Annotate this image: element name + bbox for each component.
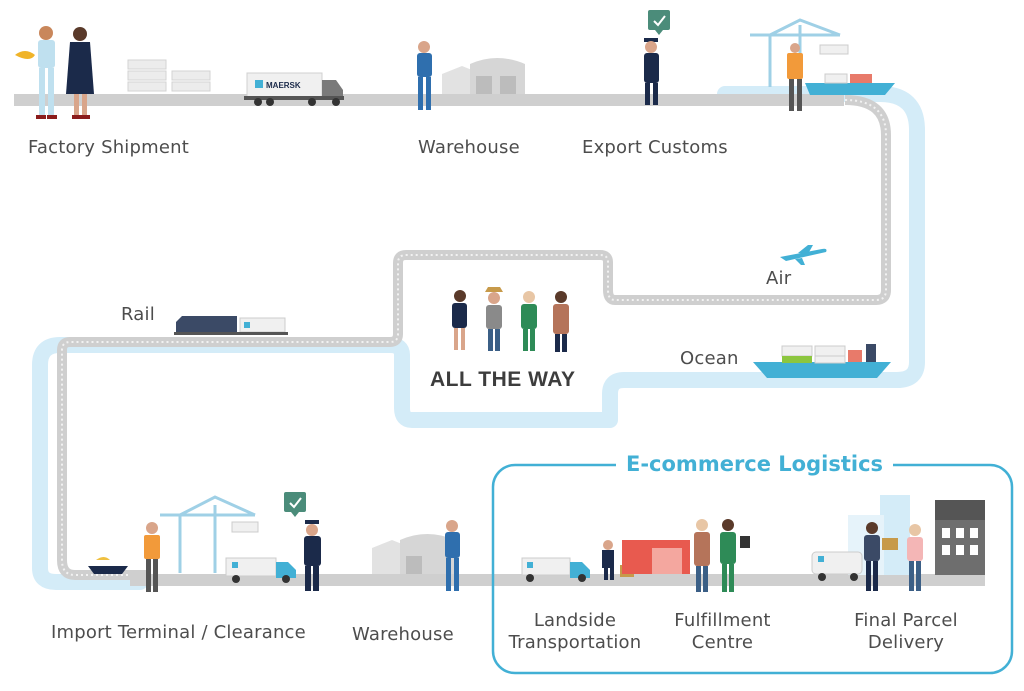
customs-officer-top	[644, 10, 670, 105]
warehouse-top-illustration	[417, 41, 525, 110]
stage-label-air: Air	[766, 268, 792, 289]
train-icon	[174, 316, 288, 335]
import-worker	[144, 522, 160, 592]
ocean-path	[32, 86, 925, 590]
plane-icon	[780, 245, 827, 265]
stage-label-final-delivery: Final Parcel Delivery	[840, 610, 972, 654]
truck-brand-text: MAERSK	[266, 81, 301, 90]
customs-officer-bottom	[284, 492, 321, 591]
rail-path	[57, 95, 891, 580]
stage-label-warehouse-top: Warehouse	[418, 137, 520, 158]
warehouse-bottom-illustration	[372, 520, 460, 591]
landside-line2: Transportation	[508, 632, 642, 653]
stage-label-warehouse-bottom: Warehouse	[352, 624, 454, 645]
center-headline: ALL THE WAY	[430, 368, 576, 391]
stage-label-landside: Landside Transportation	[500, 610, 650, 654]
stage-label-factory-shipment: Factory Shipment	[28, 137, 190, 158]
container-stacks	[127, 59, 211, 92]
stage-label-export-customs: Export Customs	[582, 137, 728, 158]
bottom-road	[130, 574, 985, 586]
truck-icon-landside	[521, 557, 590, 582]
final-line1: Final Parcel	[854, 610, 958, 631]
fulfillment-illustration	[602, 519, 750, 592]
ship-icon-top	[787, 43, 895, 111]
stage-label-fulfillment: Fulfillment Centre	[660, 610, 785, 654]
fulfillment-line1: Fulfillment	[674, 610, 771, 631]
truck-icon-top: MAERSK	[244, 72, 344, 106]
stage-label-rail: Rail	[121, 304, 155, 325]
ecommerce-title: E-commerce Logistics	[616, 452, 894, 476]
import-small-ship	[88, 557, 128, 574]
stage-label-import-terminal: Import Terminal / Clearance	[51, 622, 306, 643]
final-line2: Delivery	[867, 632, 945, 653]
ship-icon-ocean	[753, 344, 891, 378]
stage-label-ocean: Ocean	[680, 348, 739, 369]
final-delivery-illustration	[811, 495, 985, 591]
crane-icon-bottom	[160, 495, 256, 573]
landside-line1: Landside	[533, 610, 617, 631]
all-the-way-people	[452, 287, 569, 352]
factory-worker-figures	[15, 26, 94, 119]
fulfillment-line2: Centre	[691, 632, 754, 653]
truck-icon-import	[225, 521, 296, 583]
